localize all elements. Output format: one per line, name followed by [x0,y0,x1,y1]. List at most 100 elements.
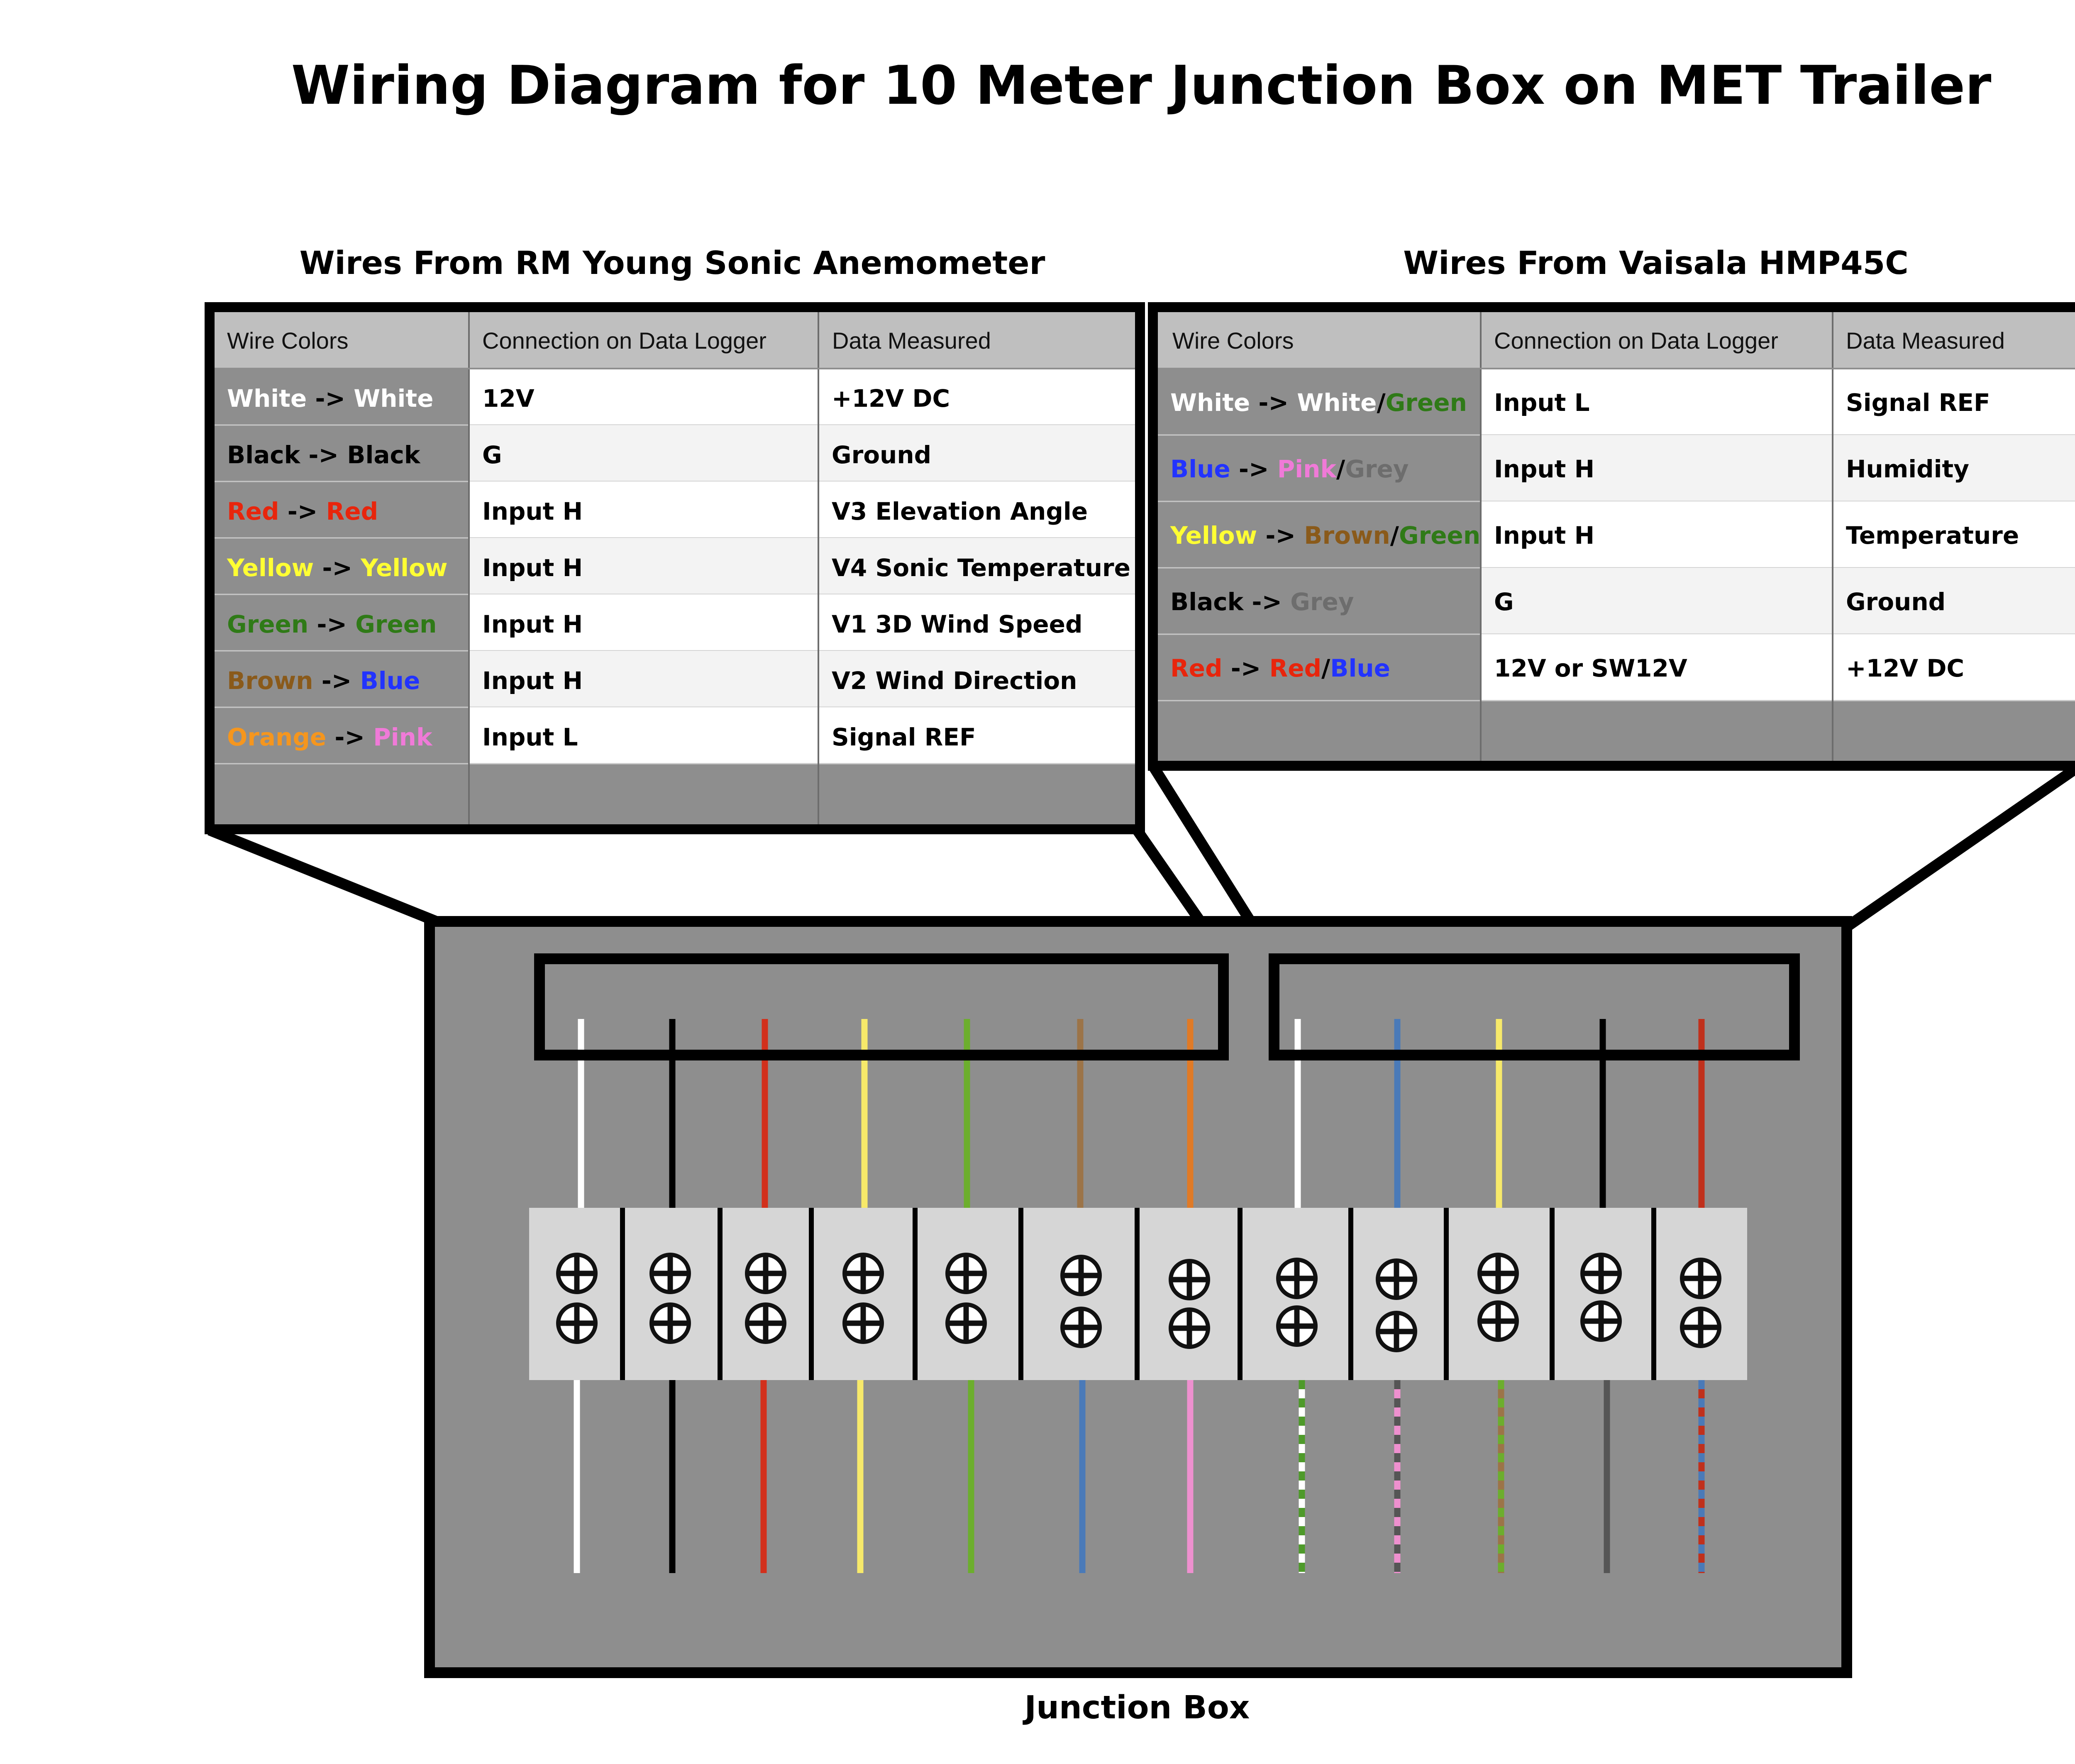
wire-color-segment: Brown [1304,521,1390,550]
wire-color-segment: Red [1170,654,1223,682]
wire-color-segment: -> [300,441,347,469]
wire-color-segment: Grey [1290,588,1354,616]
anemometer-row-bg [469,538,1136,594]
vaisala-table-frame [1148,302,2075,771]
wire-color-segment: Green [1386,388,1467,417]
vaisala-row-bg [1481,501,2075,568]
wire-color-segment: -> [1257,521,1304,550]
vaisala-data-cell: Temperature [1846,521,2019,550]
anemometer-wire-color-cell: Black -> Black [227,441,421,469]
callout-line-vaisala-right [1839,762,2075,934]
wire-color-segment: Blue [1330,654,1390,682]
wire-color-segment: Green [1399,521,1480,550]
wire-color-segment: -> [279,497,326,525]
anemometer-row-bg [469,707,1136,764]
anemometer-connection-cell: Input L [482,723,578,751]
anemometer-table-frame [205,302,1145,834]
anemometer-header-data: Data Measured [832,327,991,354]
vaisala-connection-cell: 12V or SW12V [1494,654,1687,682]
anemometer-data-cell: V4 Sonic Temperature [832,554,1130,582]
anemometer-panel-title: Wires From RM Young Sonic Anemometer [300,245,1045,282]
vaisala-connection-cell: Input H [1494,455,1594,483]
wire-color-segment: Yellow [1170,521,1257,550]
wire-color-segment: Grey [1345,455,1409,483]
wire-color-segment: White [1170,388,1250,417]
wire-color-segment: Black [347,441,421,469]
vaisala-wire-color-cell: Yellow -> Brown/Green [1170,521,1480,550]
wire-color-segment: Green [355,610,437,638]
wire-color-segment: -> [326,723,373,751]
anemometer-wire-color-cell: White -> White [227,384,434,413]
anemometer-row-bg [469,651,1136,707]
anemometer-wire-color-cell: Yellow -> Yellow [227,554,447,582]
wire-color-segment: Red [227,497,279,525]
vaisala-connection-cell: G [1494,588,1514,616]
vaisala-header-data: Data Measured [1846,327,2005,354]
anemometer-data-cell: +12V DC [832,384,950,413]
anemometer-data-cell: Signal REF [832,723,976,751]
vaisala-header-connection: Connection on Data Logger [1494,327,1778,354]
anemometer-connection-cell: Input H [482,497,583,525]
cable-entry-anemometer [534,953,1229,1060]
wire-color-segment: -> [1243,588,1290,616]
anemometer-row-bg [469,594,1136,651]
vaisala-data-cell: +12V DC [1846,654,1964,682]
anemometer-data-cell: Ground [832,441,931,469]
wire-color-segment: Yellow [360,554,447,582]
wire-color-segment: Blue [1170,455,1230,483]
anemometer-header-row [214,312,1136,368]
wire-color-segment: White [227,384,307,413]
anemometer-row-bg [469,425,1136,481]
anemometer-data-cell: V3 Elevation Angle [832,497,1088,525]
terminal-screws [556,1253,1721,1352]
junction-box-label: Junction Box [1023,1689,1250,1726]
wire-color-segment: -> [1250,388,1297,417]
wire-color-segment: -> [1223,654,1269,682]
wire-color-segment: Pink [373,723,433,751]
vaisala-header-wire-colors: Wire Colors [1172,327,1294,354]
vaisala-panel-title: Wires From Vaisala HMP45C [1403,245,1909,282]
vaisala-connection-cell: Input H [1494,521,1594,550]
anemometer-connection-cell: Input H [482,667,583,695]
cable-entry-vaisala [1269,953,1800,1060]
wire-color-segment: -> [314,554,361,582]
anemometer-data-cell: V1 3D Wind Speed [832,610,1082,638]
wire-color-segment: / [1390,521,1399,550]
anemometer-row-bg [469,481,1136,538]
vaisala-wire-color-cell: Red -> Red/Blue [1170,654,1390,682]
anemometer-wire-color-cell: Orange -> Pink [227,723,433,751]
vaisala-wire-color-cell: Blue -> Pink/Grey [1170,455,1409,483]
anemometer-row-bg [469,369,1136,425]
wire-color-segment: / [1377,388,1386,417]
wire-color-segment: Green [227,610,308,638]
anemometer-header-wire-colors: Wire Colors [227,327,348,354]
main-title: Wiring Diagram for 10 Meter Junction Box… [291,55,1992,117]
wire-color-segment: White [1297,388,1377,417]
vaisala-header-row [1157,312,2075,368]
wire-color-segment: Yellow [227,554,314,582]
anemometer-wire-color-cell: Red -> Red [227,497,378,525]
wire-color-segment: Orange [227,723,326,751]
vaisala-data-cell: Humidity [1846,455,1969,483]
vaisala-row-bg [1481,634,2075,701]
wire-color-segment: Red [326,497,378,525]
wire-color-segment: Black [1170,588,1244,616]
wire-color-segment: -> [1230,455,1277,483]
wire-color-segment: -> [313,667,360,695]
anemometer-connection-cell: 12V [482,384,535,413]
vaisala-row-bg [1481,369,2075,435]
wire-color-segment: Pink [1277,455,1337,483]
wire-color-segment: Black [227,441,301,469]
anemometer-connection-cell: Input H [482,554,583,582]
wire-bottom-group [574,1380,1705,1573]
vaisala-row-bg [1481,568,2075,634]
anemometer-wire-color-cell: Brown -> Blue [227,667,420,695]
anemometer-connection-cell: Input H [482,610,583,638]
wire-color-segment: / [1336,455,1345,483]
wire-color-segment: -> [307,384,354,413]
vaisala-data-cell: Ground [1846,588,1946,616]
